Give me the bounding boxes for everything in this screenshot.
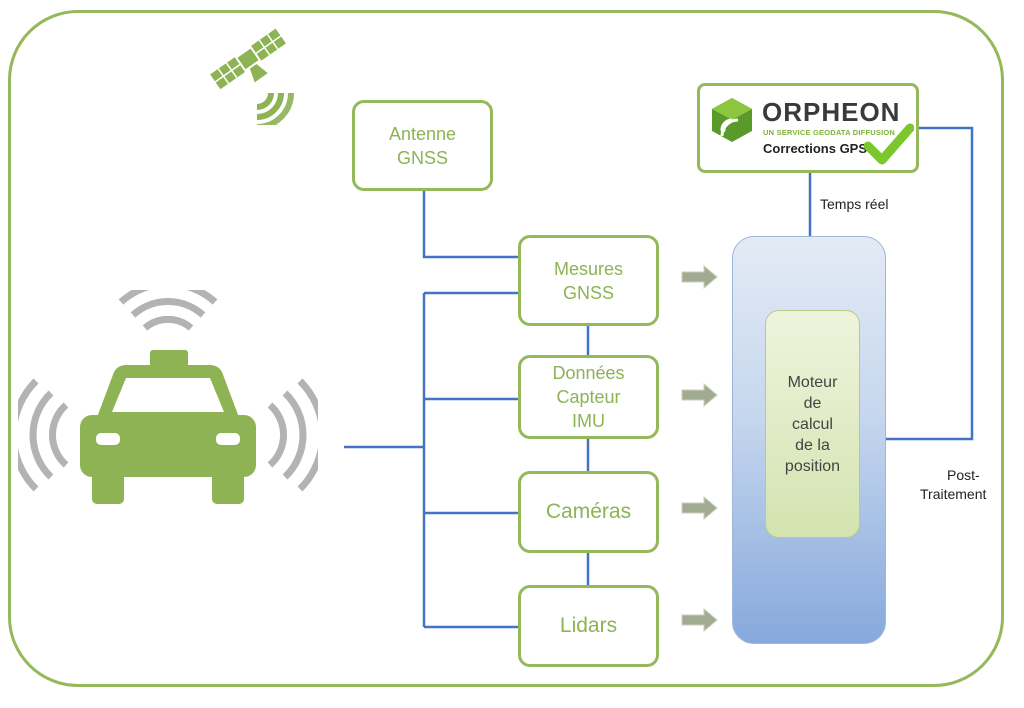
core-line-1: Moteur [787,373,838,391]
mesures-line-2: GNSS [562,282,614,303]
orpheon-logo-icon [712,98,752,142]
arrow-icon [681,495,718,521]
arrow-icon [681,382,718,408]
core-line-5: position [784,457,841,475]
imu-line-2: Capteur [556,387,621,407]
antenna-line-2: GNSS [396,147,448,168]
gnss-measurements-box: Mesures GNSS [518,235,659,326]
post-line-1: Post- [947,467,980,483]
orpheon-product: Corrections GPS [763,141,868,156]
position-engine-core: Moteur de calcul de la position [765,310,860,538]
postprocessing-label: Post- Traitement [920,466,986,504]
arrow-icon [681,264,718,290]
antenna-line-1: Antenne [388,123,457,144]
cameras-label: Caméras [545,500,632,523]
lidars-box: Lidars [518,585,659,667]
imu-line-3: IMU [572,411,605,431]
cameras-box: Caméras [518,471,659,553]
wire-postprocessing [886,126,974,441]
satellite-icon [210,28,294,125]
core-line-3: calcul [792,415,833,433]
checkmark-icon [864,123,914,165]
imu-data-box: Données Capteur IMU [518,355,659,439]
diagram-frame [8,10,1004,687]
post-line-2: Traitement [920,486,987,502]
antenna-gnss-box: Antenne GNSS [352,100,493,191]
wire-antenna-to-mesures [422,188,520,259]
lidars-label: Lidars [559,614,618,637]
mesures-line-1: Mesures [553,258,624,279]
orpheon-corrections-box: ORPHEON UN SERVICE GEODATA DIFFUSION Cor… [697,83,919,173]
orpheon-name: ORPHEON [762,97,901,127]
orpheon-tagline: UN SERVICE GEODATA DIFFUSION [763,128,895,137]
core-line-4: de la [795,436,830,454]
signal-waves-icon [118,290,218,331]
car-icon [18,290,318,504]
imu-line-1: Données [552,363,625,383]
arrow-icon [681,607,718,633]
core-line-2: de [803,394,822,412]
realtime-label: Temps réel [820,196,889,212]
